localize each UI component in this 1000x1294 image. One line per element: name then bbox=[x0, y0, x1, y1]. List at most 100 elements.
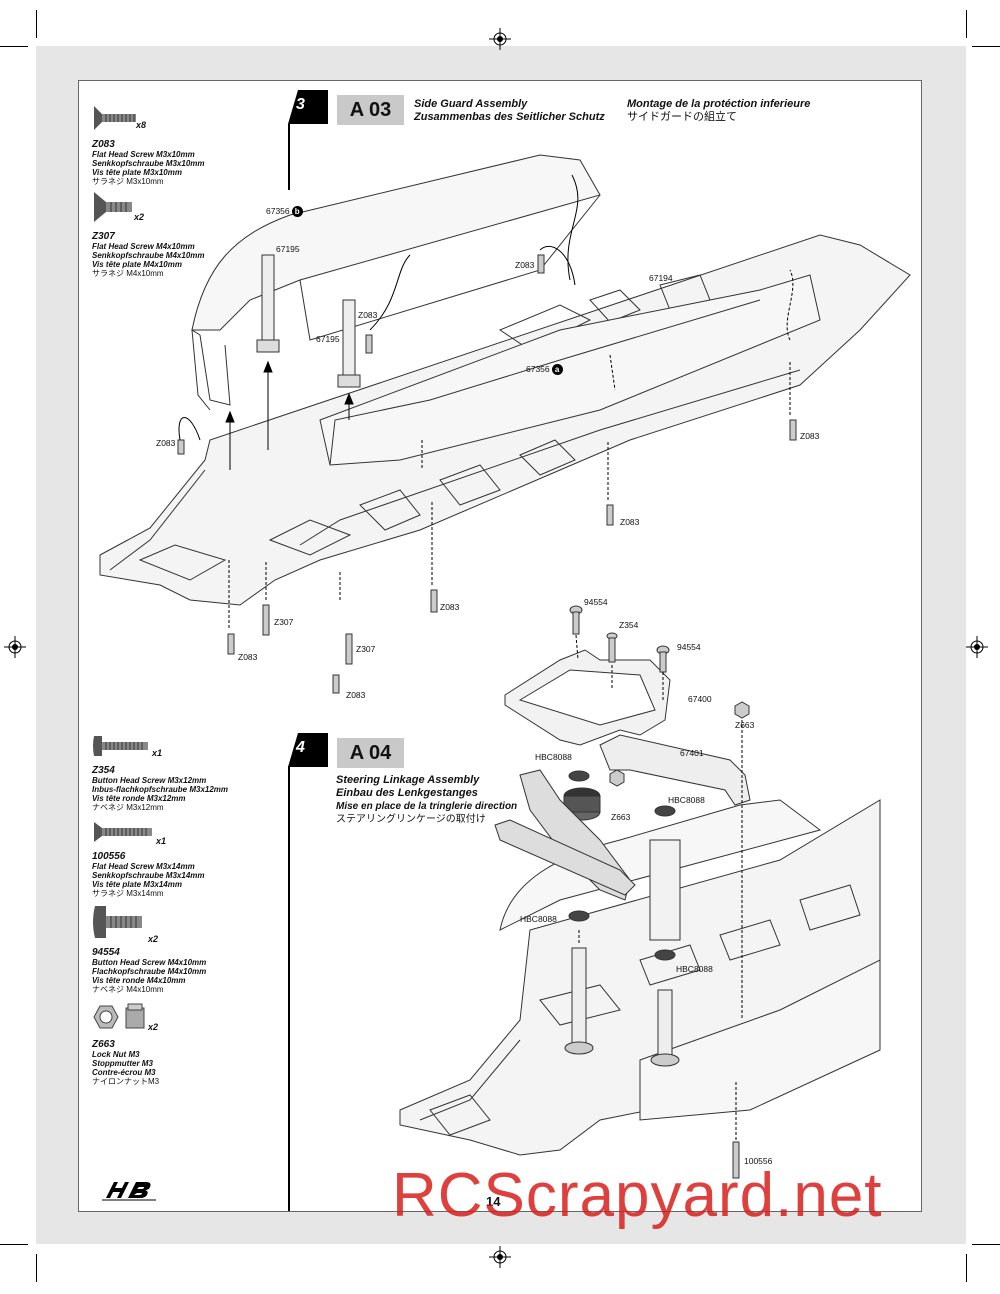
watermark: RCScrapyard.net bbox=[392, 1161, 883, 1230]
part-desc-fr: Vis tête plate M3x14mm bbox=[92, 880, 182, 889]
part-entry: x2 94554 Button Head Screw M4x10mm Flach… bbox=[92, 904, 272, 994]
crop-mark bbox=[966, 1254, 967, 1282]
callout-label: Z083 bbox=[346, 690, 366, 700]
step-number: 4 bbox=[296, 739, 305, 756]
part-desc-jp: ナイロンナットM3 bbox=[92, 1077, 160, 1086]
part-desc-en: Lock Nut M3 bbox=[92, 1050, 140, 1059]
callout-label: Z083 bbox=[800, 431, 820, 441]
callout-label: HBC8088 bbox=[520, 914, 557, 924]
part-desc-fr: Vis tête ronde M3x12mm bbox=[92, 794, 186, 803]
callout-label: Z307 bbox=[274, 617, 294, 627]
callout-label: HBC8088 bbox=[535, 752, 572, 762]
step-number-tab bbox=[288, 90, 328, 124]
step-title: Steering Linkage Assembly Einbau des Len… bbox=[336, 774, 517, 826]
step-title-alt: Montage de la protéction inferieure サイドガ… bbox=[627, 98, 810, 124]
step-code: A 03 bbox=[337, 95, 404, 125]
badge-a: a bbox=[551, 364, 563, 376]
page-number: 14 bbox=[486, 1194, 501, 1209]
part-desc-fr: Vis tête plate M3x10mm bbox=[92, 168, 182, 177]
part-qty: x1 bbox=[156, 836, 167, 846]
registration-mark-right bbox=[966, 636, 988, 658]
part-desc-de: Inbus-flachkopfschraube M3x12mm bbox=[92, 785, 229, 794]
part-desc-jp: サラネジ M3x14mm bbox=[92, 889, 164, 898]
title-jp: サイドガードの組立て bbox=[627, 111, 737, 123]
callout-label: Z083 bbox=[440, 602, 460, 612]
callout-label: Z083 bbox=[238, 652, 258, 662]
side-guard-assembly-diagram bbox=[99, 154, 911, 694]
part-entry: x8 Z083 Flat Head Screw M3x10mm Senkkopf… bbox=[92, 104, 272, 186]
callout-label: Z083 bbox=[156, 438, 176, 448]
part-desc-fr: Vis tête ronde M4x10mm bbox=[92, 976, 186, 985]
title-de: Zusammenbas des Seitlicher Schutz bbox=[414, 111, 605, 123]
part-desc-en: Button Head Screw M4x10mm bbox=[92, 958, 207, 967]
callout-label: Z083 bbox=[515, 260, 535, 270]
flat-head-screw-icon bbox=[94, 822, 152, 842]
crop-mark bbox=[36, 10, 37, 38]
part-qty: x1 bbox=[152, 748, 163, 758]
callout-label: 67194 bbox=[649, 273, 673, 283]
crop-mark bbox=[0, 46, 28, 47]
registration-mark-bottom bbox=[489, 1246, 511, 1268]
part-desc-jp: サラネジ M3x10mm bbox=[92, 177, 164, 186]
step-divider bbox=[288, 766, 290, 1211]
part-desc-de: Flachkopfschraube M4x10mm bbox=[92, 967, 207, 976]
part-desc-en: Flat Head Screw M3x14mm bbox=[92, 862, 195, 871]
part-qty: x2 bbox=[148, 934, 159, 944]
part-desc-de: Senkkopfschraube M3x10mm bbox=[92, 159, 205, 168]
part-code: Z354 bbox=[92, 765, 115, 776]
step-divider bbox=[288, 124, 290, 190]
flat-head-screw-icon bbox=[94, 106, 136, 130]
callout-label: Z083 bbox=[620, 517, 640, 527]
part-code: 100556 bbox=[92, 851, 126, 862]
crop-mark bbox=[972, 1244, 1000, 1245]
part-code: Z083 bbox=[92, 139, 115, 150]
step-title: Side Guard Assembly Zusammenbas des Seit… bbox=[414, 98, 605, 124]
callout-label: 94554 bbox=[584, 597, 608, 607]
part-desc-jp: ナベネジ M3x12mm bbox=[92, 803, 164, 812]
part-desc-de: Senkkopfschraube M3x14mm bbox=[92, 871, 205, 880]
part-desc-en: Flat Head Screw M3x10mm bbox=[92, 150, 195, 159]
callout-label: Z663 bbox=[735, 720, 755, 730]
lock-nut-icon bbox=[93, 1003, 145, 1029]
part-desc-en: Flat Head Screw M4x10mm bbox=[92, 242, 195, 251]
crop-mark bbox=[966, 10, 967, 38]
title-jp: ステアリングリンケージの取付け bbox=[336, 814, 486, 825]
button-head-screw-icon bbox=[93, 906, 142, 938]
crop-mark bbox=[36, 1254, 37, 1282]
steering-linkage-assembly-diagram bbox=[399, 605, 881, 1179]
title-fr: Montage de la protéction inferieure bbox=[627, 98, 811, 110]
part-entry: x2 Z307 Flat Head Screw M4x10mm Senkkopf… bbox=[92, 190, 272, 278]
callout-label: 67400 bbox=[688, 694, 712, 704]
part-entry: x1 100556 Flat Head Screw M3x14mm Senkko… bbox=[92, 820, 272, 898]
callout-label: 100556 bbox=[744, 1156, 773, 1166]
registration-mark-left bbox=[4, 636, 26, 658]
part-qty: x8 bbox=[136, 120, 147, 130]
part-entry: x1 Z354 Button Head Screw M3x12mm Inbus-… bbox=[92, 734, 272, 812]
part-code: Z307 bbox=[92, 231, 115, 242]
part-desc-jp: サラネジ M4x10mm bbox=[92, 269, 164, 278]
callout-label: 67401 bbox=[680, 748, 704, 758]
button-head-screw-icon bbox=[93, 736, 148, 756]
callout-label: 67195 bbox=[316, 334, 340, 344]
callout-label: Z663 bbox=[611, 812, 631, 822]
crop-mark bbox=[0, 1244, 28, 1245]
title-de: Einbau des Lenkgestanges bbox=[336, 787, 478, 799]
part-code: Z663 bbox=[92, 1039, 115, 1050]
part-entry: x2 Z663 Lock Nut M3 Stoppmutter M3 Contr… bbox=[92, 1002, 272, 1086]
part-desc-fr: Contre-écrou M3 bbox=[92, 1068, 156, 1077]
part-qty: x2 bbox=[148, 1022, 159, 1032]
callout-label: Z354 bbox=[619, 620, 639, 630]
callout-label: Z307 bbox=[356, 644, 376, 654]
part-desc-jp: ナベネジ M4x10mm bbox=[92, 985, 164, 994]
step-number-tab bbox=[288, 733, 328, 767]
part-desc-de: Senkkopfschraube M4x10mm bbox=[92, 251, 205, 260]
callout-label: HBC8088 bbox=[668, 795, 705, 805]
part-qty: x2 bbox=[134, 212, 145, 222]
crop-mark bbox=[972, 46, 1000, 47]
callout-label: Z083 bbox=[358, 310, 378, 320]
part-desc-en: Button Head Screw M3x12mm bbox=[92, 776, 207, 785]
part-desc-fr: Vis tête plate M4x10mm bbox=[92, 260, 182, 269]
registration-mark-top bbox=[489, 28, 511, 50]
